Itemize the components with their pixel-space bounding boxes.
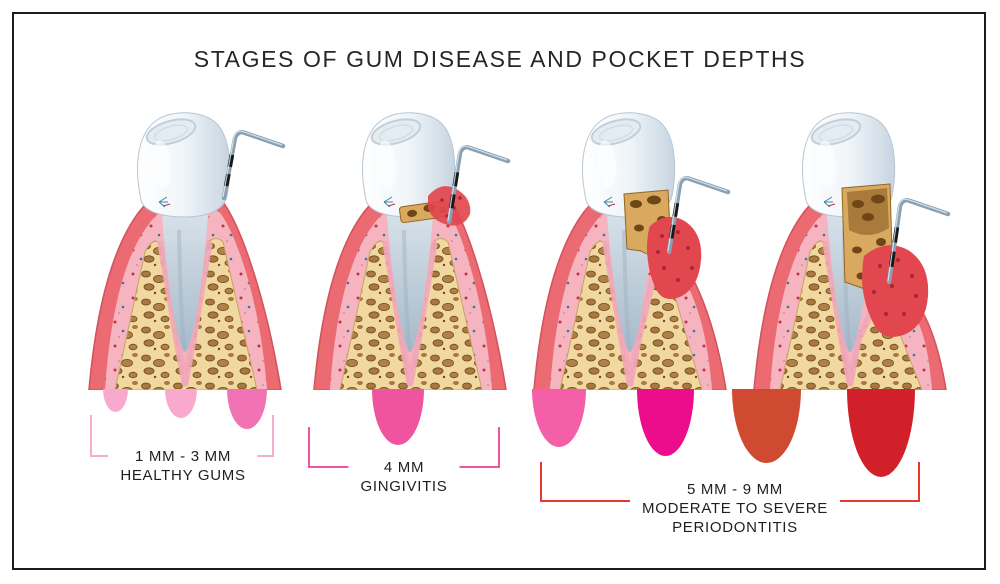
pocket-depth-marker xyxy=(636,389,694,456)
stage-3-moderate-periodontitis-tooth-illustration xyxy=(533,112,731,390)
periodontal-probe-icon xyxy=(221,129,286,201)
depth-label-line: 5 MM - 9 MM xyxy=(686,481,784,498)
depth-label-line: 4 MM xyxy=(383,459,425,476)
depth-label-line: 1 MM - 3 MM xyxy=(134,448,232,465)
depth-label-line: PERIODONTITIS xyxy=(672,519,798,536)
periodontal-probe-icon xyxy=(886,197,951,285)
tooth-root xyxy=(386,194,434,351)
diagram-title: STAGES OF GUM DISEASE AND POCKET DEPTHS xyxy=(193,46,807,72)
stage-4-severe-periodontitis-tooth-illustration xyxy=(753,112,951,390)
depth-label-line: MODERATE TO SEVERE xyxy=(642,500,828,517)
depth-label: 5 MM - 9 MM MODERATE TO SEVERE PERIODONTIT… xyxy=(630,480,840,537)
depth-label-line: HEALTHY GUMS xyxy=(120,467,246,484)
stage-2-gingivitis-tooth-illustration xyxy=(313,112,511,390)
depth-label: 1 MM - 3 MM HEALTHY GUMS xyxy=(108,447,258,485)
inflamed-gum xyxy=(647,216,702,300)
periodontal-probe-icon xyxy=(446,144,511,225)
stage-1-healthy-tooth-illustration xyxy=(88,112,286,390)
depth-label: 4 MM GINGIVITIS xyxy=(348,458,460,496)
pocket-depth-marker xyxy=(102,389,128,412)
tooth-root xyxy=(161,194,209,351)
depth-label-line: GINGIVITIS xyxy=(360,478,448,495)
periodontal-probe-icon xyxy=(666,175,731,255)
pocket-depth-marker xyxy=(731,389,801,463)
pocket-depth-marker xyxy=(165,389,197,418)
inflamed-gum xyxy=(862,245,929,337)
pocket-depth-marker xyxy=(532,389,586,447)
